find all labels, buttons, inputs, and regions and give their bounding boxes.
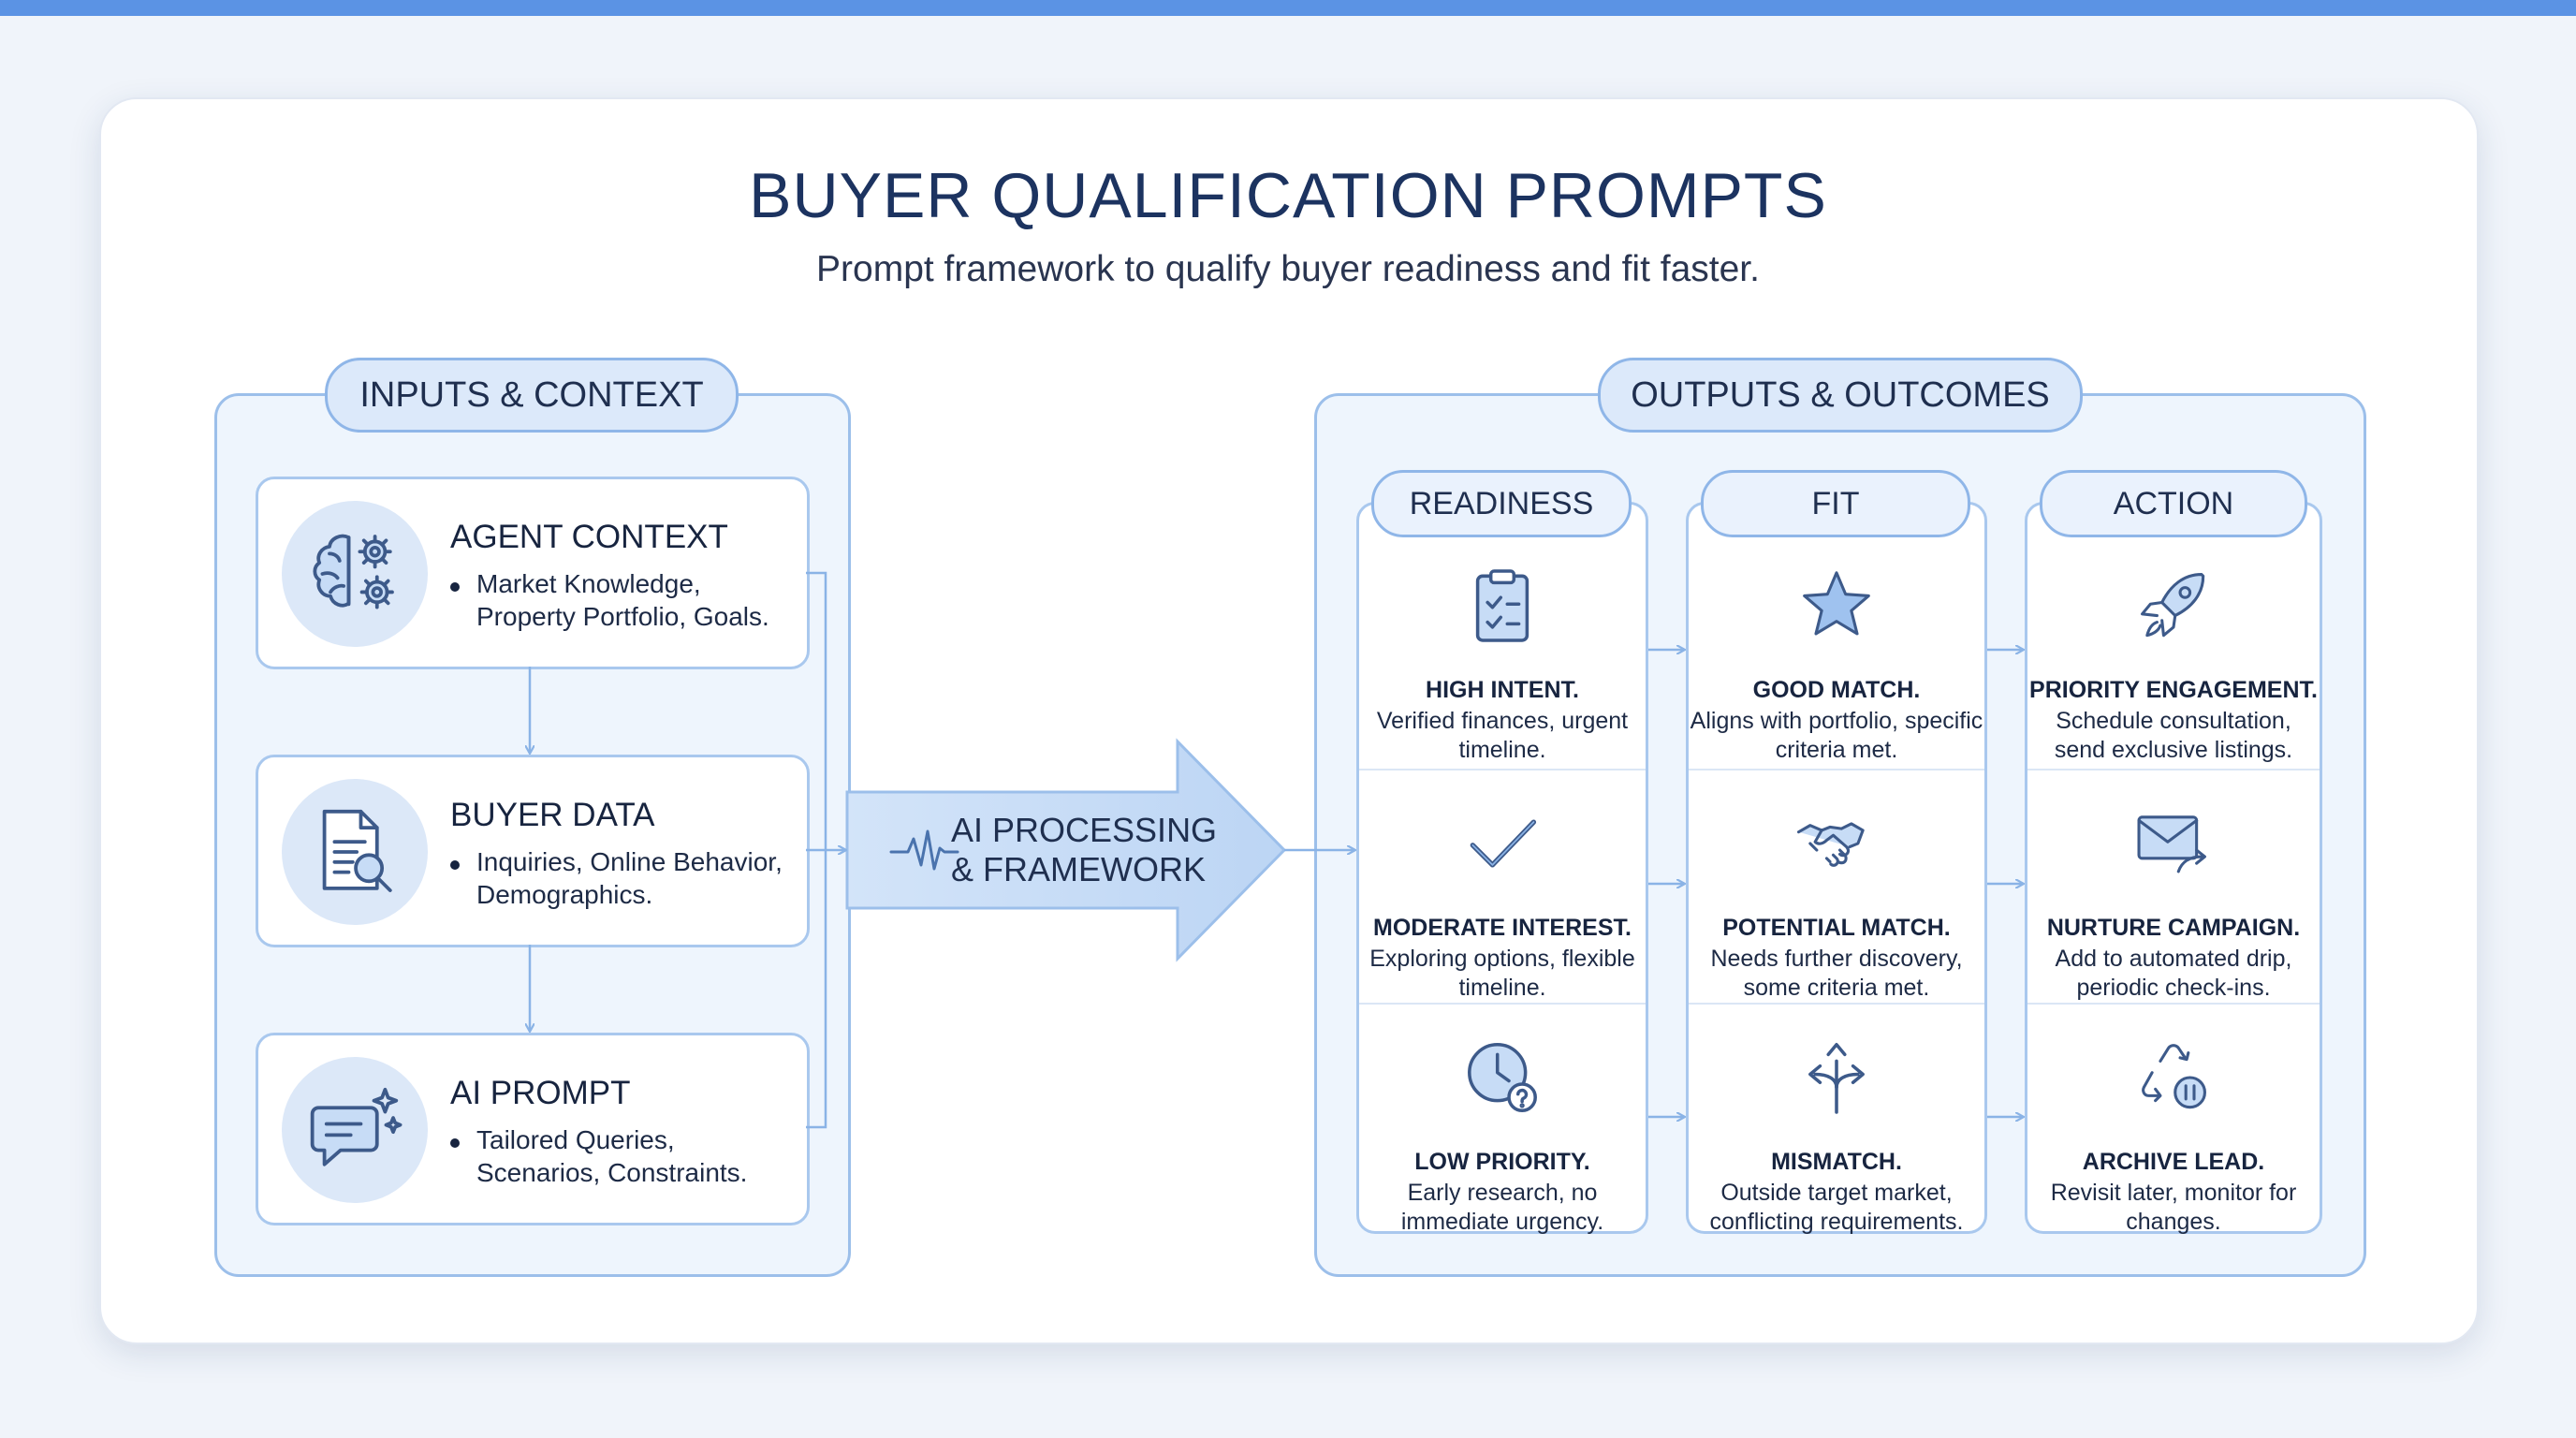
cell-title: HIGH INTENT. [1426,677,1579,703]
fit-column: GOOD MATCH. Aligns with portfolio, speci… [1686,502,1987,1235]
action-column-label: ACTION [2040,470,2307,537]
cell-title: POTENTIAL MATCH. [1722,915,1951,941]
output-cell-moderate-interest: MODERATE INTEREST. Exploring options, fl… [1359,769,1646,1005]
action-column: PRIORITY ENGAGEMENT. Schedule consultati… [2025,502,2322,1235]
cell-text: Needs further discovery, some criteria m… [1710,946,1963,1001]
cell-text: Outside target market, conflicting requi… [1709,1180,1964,1235]
clock-question-icon [1468,1043,1537,1112]
page-subtitle: Prompt framework to qualify buyer readin… [816,249,1760,289]
cell-text: Early research, no immediate urgency. [1400,1180,1604,1235]
cell-title: PRIORITY ENGAGEMENT. [2029,677,2318,703]
cell-text: Aligns with portfolio, specific criteria… [1690,708,1983,763]
inputs-panel-label: INPUTS & CONTEXT [325,358,739,433]
cell-text: Schedule consultation, send exclusive li… [2054,708,2293,763]
handshake-icon [1796,822,1865,867]
bullet [450,860,460,870]
pulse-icon [889,829,959,871]
processing-arrow [845,738,1287,962]
fit-column-label: FIT [1701,470,1970,537]
cell-text: Add to automated drip, periodic check-in… [2055,946,2292,1001]
input-card-title: AGENT CONTEXT [450,519,728,555]
output-cell-archive-lead: ARCHIVE LEAD. Revisit later, monitor for… [2027,1003,2320,1239]
clipboard-check-icon [1475,569,1530,642]
brain-gears-icon [282,501,428,647]
output-cell-potential-match: POTENTIAL MATCH. Needs further discovery… [1689,769,1984,1005]
cell-title: NURTURE CAMPAIGN. [2046,915,2301,941]
cell-text: Exploring options, flexible timeline. [1369,946,1635,1001]
bullet [450,1138,460,1148]
processing-label: AI PROCESSING & FRAMEWORK [951,811,1218,888]
output-cell-high-intent: HIGH INTENT. Verified finances, urgent t… [1359,533,1646,767]
recycle-pause-icon [2142,1044,2206,1109]
output-cell-nurture-campaign: NURTURE CAMPAIGN. Add to automated drip,… [2027,769,2320,1005]
chat-sparkle-icon [282,1057,428,1203]
star-icon [1803,571,1870,636]
output-cell-priority-engagement: PRIORITY ENGAGEMENT. Schedule consultati… [2027,533,2320,767]
input-card-buyer-data: BUYER DATA Inquiries, Online Behavior, D… [256,755,810,947]
input-card-ai-prompt: AI PROMPT Tailored Queries, Scenarios, C… [256,1033,810,1225]
cell-title: ARCHIVE LEAD. [2082,1149,2265,1175]
input-card-text: Inquiries, Online Behavior, Demographics… [476,847,783,909]
diverging-arrows-icon [1808,1043,1865,1114]
checkmark-icon [1470,819,1537,868]
cell-text: Verified finances, urgent timeline. [1376,708,1629,763]
cell-title: GOOD MATCH. [1752,677,1921,703]
input-card-title: BUYER DATA [450,797,655,833]
cell-text: Revisit later, monitor for changes. [2050,1180,2297,1235]
document-search-icon [282,779,428,925]
cell-title: LOW PRIORITY. [1414,1149,1590,1175]
rocket-icon [2141,573,2205,638]
page-title: BUYER QUALIFICATION PROMPTS [749,160,1827,231]
cell-title: MISMATCH. [1771,1149,1902,1175]
input-card-agent-context: AGENT CONTEXT Market Knowledge, Property… [256,477,810,669]
input-card-text: Market Knowledge, Property Portfolio, Go… [476,569,769,631]
bullet [450,582,460,592]
outputs-panel-label: OUTPUTS & OUTCOMES [1598,358,2083,433]
readiness-column-label: READINESS [1371,470,1632,537]
input-card-title: AI PROMPT [450,1075,631,1111]
output-cell-low-priority: LOW PRIORITY. Early research, no immedia… [1359,1003,1646,1239]
top-accent-bar [0,0,2576,16]
cell-title: MODERATE INTEREST. [1373,915,1632,941]
input-card-text: Tailored Queries, Scenarios, Constraints… [476,1125,748,1187]
readiness-column: HIGH INTENT. Verified finances, urgent t… [1356,502,1648,1235]
output-cell-good-match: GOOD MATCH. Aligns with portfolio, speci… [1689,533,1984,767]
envelope-arrow-icon [2137,815,2206,873]
output-cell-mismatch: MISMATCH. Outside target market, conflic… [1689,1003,1984,1239]
